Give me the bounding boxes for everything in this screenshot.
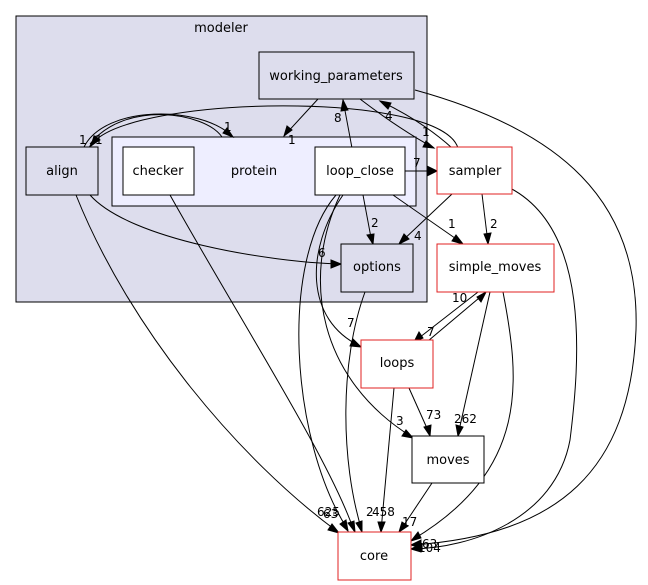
edge-label-simplemoves-moves: 262 bbox=[454, 412, 477, 426]
edge-label-loopclose-options: 2 bbox=[371, 216, 379, 230]
node-align-label: align bbox=[46, 164, 78, 179]
node-sampler[interactable]: sampler bbox=[436, 146, 513, 195]
edge-label-loopclose-core: 625 bbox=[317, 505, 340, 519]
edges: 1 4 1 1 1 1 8 7 2 4 bbox=[75, 89, 637, 555]
edge-loops-simplemoves bbox=[427, 292, 486, 342]
node-loop-close-label: loop_close bbox=[326, 164, 394, 179]
edge-protein-align bbox=[89, 114, 223, 145]
edge-label-loops-moves: 73 bbox=[426, 408, 441, 422]
cluster-modeler-label: modeler bbox=[194, 21, 248, 36]
edge-label-wp-protein: 1 bbox=[288, 133, 296, 147]
edge-label-wp-sampler: 4 bbox=[385, 109, 393, 123]
node-align[interactable]: align bbox=[25, 146, 99, 196]
node-checker-label: checker bbox=[133, 164, 185, 179]
node-moves-label: moves bbox=[426, 453, 469, 468]
edge-label-moves-core: 17 bbox=[402, 515, 417, 529]
edge-label-simplemoves-loops: 7 bbox=[427, 325, 435, 339]
edge-label-loops-simplemoves: 10 bbox=[452, 291, 467, 305]
node-options[interactable]: options bbox=[340, 243, 414, 293]
edge-label-sampler-simplemoves: 2 bbox=[490, 217, 498, 231]
edge-sampler-align bbox=[91, 105, 459, 149]
edge-loopclose-moves bbox=[319, 194, 413, 438]
node-sampler-label: sampler bbox=[449, 164, 502, 179]
edge-wp-core bbox=[411, 89, 637, 546]
edge-align-protein bbox=[83, 113, 233, 148]
edge-sampler-core bbox=[411, 187, 578, 550]
edge-label-loopclose-sampler: 7 bbox=[413, 156, 421, 170]
node-core-label: core bbox=[360, 549, 388, 564]
edge-moves-core bbox=[399, 482, 433, 532]
edge-label-sampler-align: 1 bbox=[79, 133, 87, 147]
edge-label-sampler-wp: 1 bbox=[422, 125, 430, 139]
edge-label-loopclose-moves: 3 bbox=[396, 414, 404, 428]
node-loop-close[interactable]: loop_close bbox=[314, 146, 406, 196]
edge-label-wp-core: 63 bbox=[422, 537, 437, 551]
edge-label-simplemoves-core: 458 bbox=[372, 505, 395, 519]
edge-loopclose-core bbox=[298, 194, 349, 531]
edge-label-align-core: 63 bbox=[323, 507, 338, 521]
edge-options-core bbox=[345, 291, 366, 532]
node-simple-moves-label: simple_moves bbox=[449, 260, 542, 275]
node-loops[interactable]: loops bbox=[360, 339, 434, 389]
edge-simplemoves-loops bbox=[414, 291, 479, 342]
node-checker[interactable]: checker bbox=[122, 146, 195, 196]
edge-simplemoves-moves bbox=[457, 291, 491, 436]
edge-label-loopclose-simplemoves: 1 bbox=[448, 217, 456, 231]
edge-align-options bbox=[89, 194, 341, 265]
node-working-parameters[interactable]: working_parameters bbox=[258, 51, 415, 100]
node-loops-label: loops bbox=[380, 356, 415, 371]
node-core[interactable]: core bbox=[337, 531, 412, 581]
edge-label-sampler-options: 4 bbox=[414, 229, 422, 243]
node-working-parameters-label: working_parameters bbox=[269, 69, 403, 84]
edge-align-core bbox=[75, 194, 339, 533]
cluster-protein-label: protein bbox=[231, 164, 277, 179]
edge-label-loopclose-loops: 7 bbox=[347, 316, 355, 330]
edge-loopclose-simplemoves bbox=[392, 194, 463, 244]
edge-checker-core bbox=[169, 194, 355, 532]
edge-label-loopclose-wp: 8 bbox=[334, 111, 342, 125]
edge-label-options-core: 2 bbox=[366, 505, 374, 519]
node-simple-moves[interactable]: simple_moves bbox=[436, 243, 555, 293]
node-moves[interactable]: moves bbox=[411, 435, 485, 484]
edge-loops-core bbox=[380, 387, 395, 532]
edge-label-align-options: 6 bbox=[318, 246, 326, 260]
edge-simplemoves-core bbox=[411, 291, 514, 541]
node-options-label: options bbox=[353, 260, 401, 275]
edge-loopclose-loops bbox=[315, 194, 361, 347]
edge-label-align-protein: 1 bbox=[224, 120, 232, 134]
